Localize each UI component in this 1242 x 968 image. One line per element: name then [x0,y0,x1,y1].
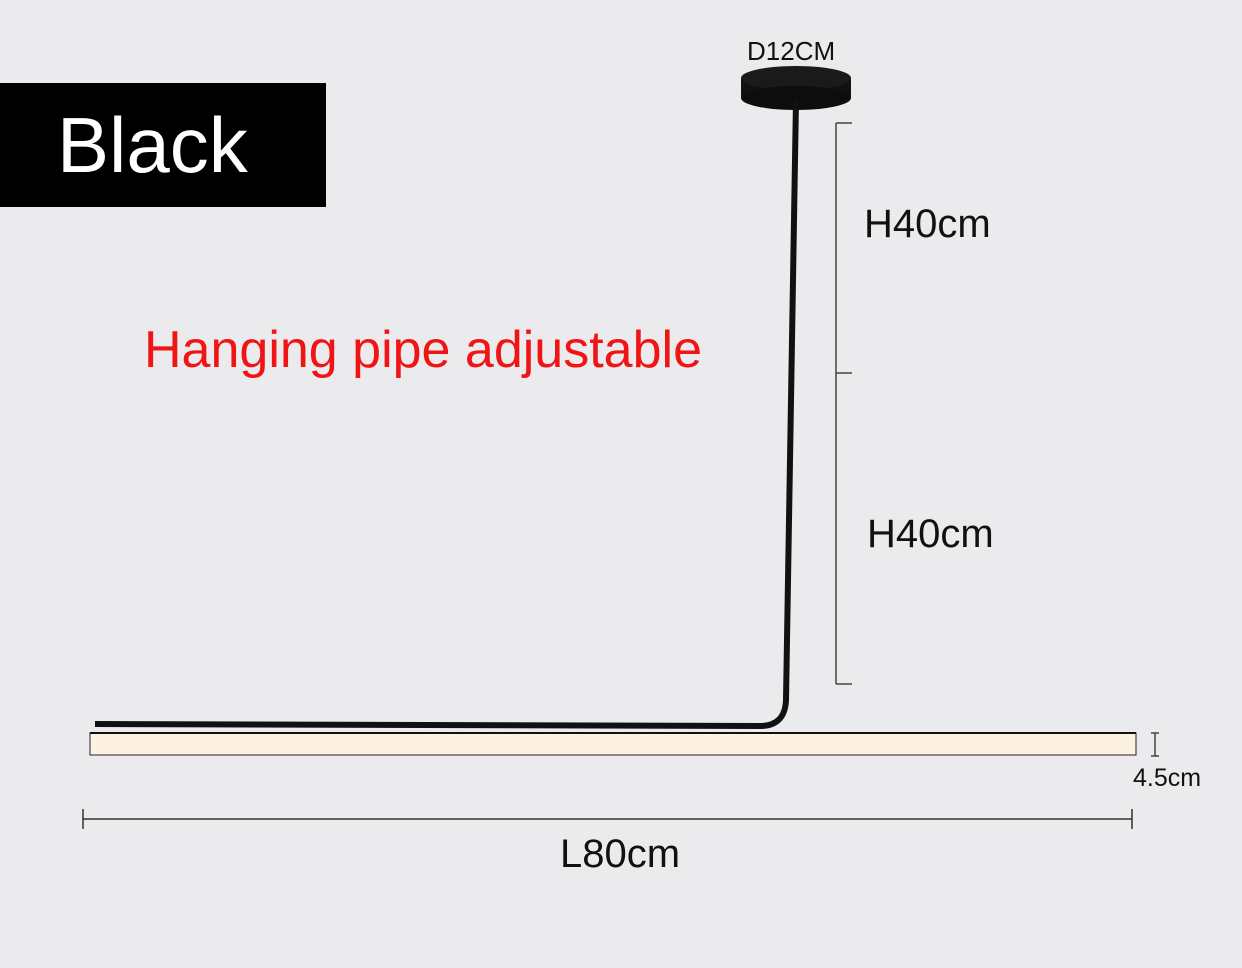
length-label: L80cm [560,832,681,876]
height-dimension-line [835,122,852,685]
bar-height-label: 4.5cm [1133,764,1202,792]
light-bar [89,732,1137,756]
upper-pipe-height-label: H40cm [864,202,991,246]
adjustable-note: Hanging pipe adjustable [144,321,702,379]
length-dimension-line [82,809,1133,829]
lower-pipe-height-label: H40cm [867,512,994,556]
hanging-pipe [94,99,799,730]
canopy [741,66,851,110]
color-label-badge: Black [0,83,326,207]
bar-height-marker [1151,732,1159,757]
canopy-diameter-label: D12CM [747,36,836,66]
